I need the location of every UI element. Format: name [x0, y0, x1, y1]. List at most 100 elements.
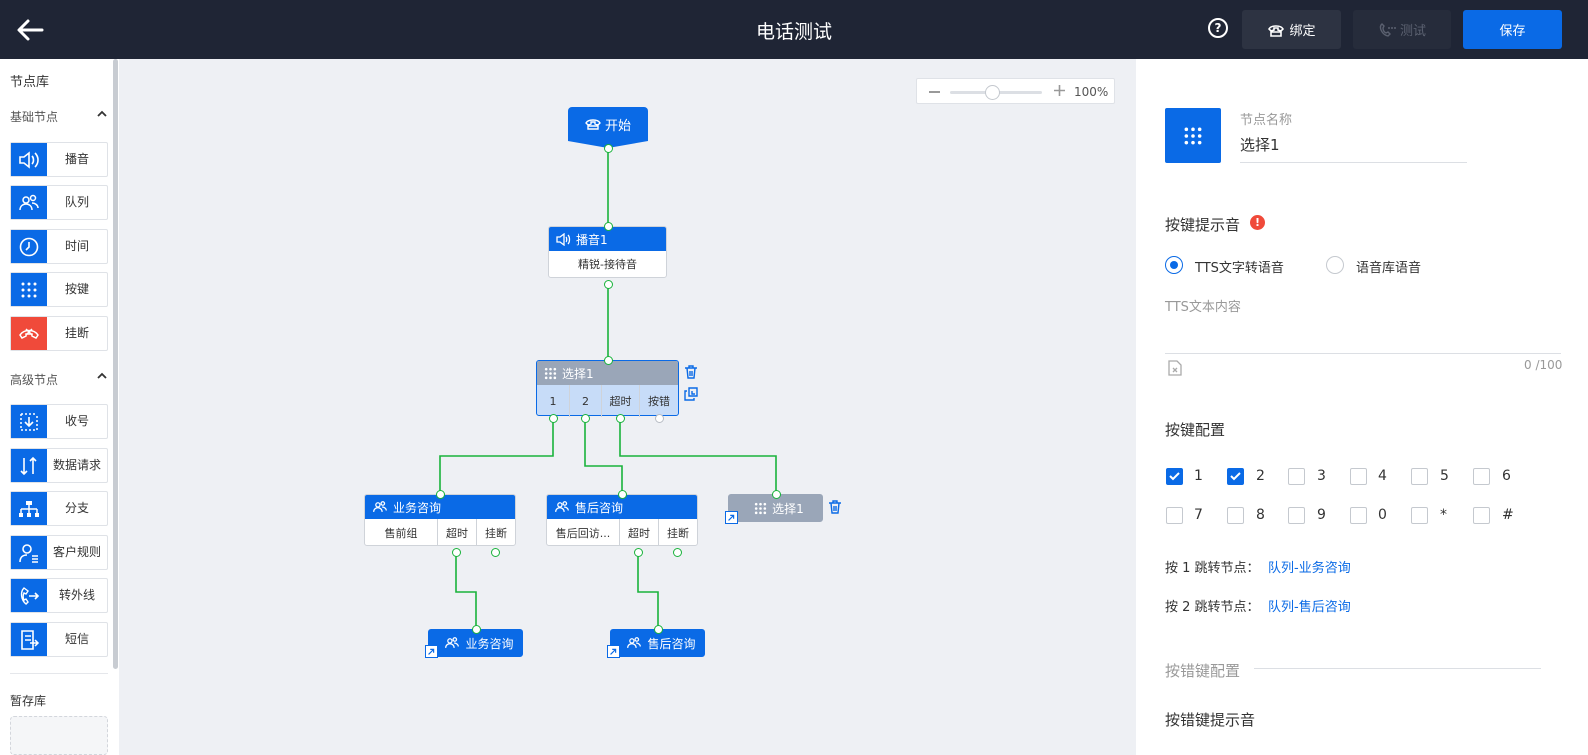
key-checkbox-6[interactable]: [1473, 468, 1490, 485]
lib-item-customer-rule[interactable]: 客户规则: [10, 535, 108, 570]
tts-textarea[interactable]: TTS文本内容: [1165, 300, 1241, 315]
connector-port[interactable]: [491, 548, 500, 557]
connector-port[interactable]: [604, 280, 613, 289]
key-checkbox-8[interactable]: [1227, 507, 1244, 524]
save-button[interactable]: 保存: [1463, 10, 1562, 49]
sidebar-divider: [10, 673, 108, 674]
key-checkbox-7[interactable]: [1166, 507, 1183, 524]
jump-node-after[interactable]: 售后咨询: [610, 629, 705, 657]
collapse-caret-icon[interactable]: [96, 108, 108, 120]
key-checkbox-3[interactable]: [1288, 468, 1305, 485]
lib-item-sms[interactable]: 短信: [10, 622, 108, 657]
radio-voice-library[interactable]: [1326, 256, 1344, 274]
radio-tts[interactable]: [1165, 256, 1183, 274]
key-checkbox-5[interactable]: [1411, 468, 1428, 485]
node-name-input[interactable]: 选择1: [1240, 136, 1280, 154]
connector-port[interactable]: [673, 548, 682, 557]
connector-port[interactable]: [604, 356, 613, 365]
connector-port[interactable]: [616, 414, 625, 423]
lib-item-transfer[interactable]: 转外线: [10, 578, 108, 613]
zoom-in-icon[interactable]: [1053, 84, 1066, 97]
lib-item-keypad[interactable]: 按键: [10, 272, 108, 307]
key-checkbox-1[interactable]: [1166, 468, 1183, 485]
select-key-1[interactable]: 1: [549, 394, 557, 408]
advanced-nodes-title: 高级节点: [10, 373, 59, 387]
connector-port[interactable]: [604, 144, 613, 153]
delete-icon[interactable]: [683, 364, 699, 380]
zoom-out-icon[interactable]: [929, 91, 940, 93]
key-checkbox-hash[interactable]: [1473, 507, 1490, 524]
node-name-underline: [1240, 162, 1467, 163]
play-node-header: 播音1: [549, 227, 666, 251]
lib-item-play[interactable]: 播音: [10, 142, 108, 177]
lib-item-hangup[interactable]: 挂断: [10, 316, 108, 351]
lib-item-collect-digits[interactable]: 收号: [10, 404, 108, 439]
zoom-slider-handle[interactable]: [985, 85, 1000, 100]
queue-node-after[interactable]: 售后咨询 售后回访... 超时 挂断: [546, 494, 698, 546]
connector-port[interactable]: [654, 625, 663, 634]
select-key-2[interactable]: 2: [569, 385, 601, 417]
jump-1-label: 按 1 跳转节点：: [1165, 561, 1260, 576]
lib-item-time[interactable]: 时间: [10, 229, 108, 264]
connector-port[interactable]: [549, 414, 558, 423]
clear-text-icon[interactable]: [1166, 359, 1184, 377]
bind-label: 绑定: [1289, 24, 1316, 39]
jump-node-biz[interactable]: 业务咨询: [428, 629, 523, 657]
keys-title: 按键配置: [1165, 421, 1226, 439]
connector-port[interactable]: [634, 548, 643, 557]
jump-1-link[interactable]: 队列-业务咨询: [1268, 561, 1351, 576]
connector-port[interactable]: [581, 414, 590, 423]
connector-port[interactable]: [772, 490, 781, 499]
queue-hangup[interactable]: 挂断: [658, 519, 697, 546]
select-node-title: 选择1: [562, 366, 594, 381]
key-checkbox-4[interactable]: [1350, 468, 1367, 485]
start-node-label: 开始: [604, 118, 631, 134]
help-icon[interactable]: ?: [1208, 18, 1228, 38]
play-node[interactable]: 播音1 精锐-接待音: [548, 226, 667, 278]
connector-port[interactable]: [472, 625, 481, 634]
connector-port[interactable]: [452, 548, 461, 557]
sidebar-scrollbar[interactable]: [113, 59, 118, 669]
back-arrow-icon[interactable]: [14, 16, 46, 44]
key-checkbox-9[interactable]: [1288, 507, 1305, 524]
users-icon: [373, 501, 387, 512]
queue-group: 售前组: [384, 526, 418, 540]
phone-icon: [1268, 24, 1285, 37]
play-node-audio: 精锐-接待音: [578, 258, 637, 271]
queue-timeout[interactable]: 超时: [437, 519, 476, 546]
delete-icon[interactable]: [827, 499, 843, 515]
jump-node-header: 业务咨询: [429, 630, 522, 656]
select-node[interactable]: 选择1 1 2 超时 按错: [536, 360, 679, 417]
lib-item-label: 挂断: [64, 326, 89, 340]
select-ref-title: 选择1: [772, 501, 804, 516]
key-checkbox-0[interactable]: [1350, 507, 1367, 524]
connector-port[interactable]: [436, 490, 445, 499]
collapse-caret-icon[interactable]: [96, 370, 108, 382]
page-title: 电话测试: [755, 21, 832, 43]
queue-node-biz[interactable]: 业务咨询 售前组 超时 挂断: [364, 494, 516, 546]
select-key-wrong[interactable]: 按错: [639, 385, 678, 417]
test-button[interactable]: 测试: [1353, 10, 1451, 49]
select-ref-node[interactable]: 选择1: [728, 494, 823, 522]
basic-nodes-title: 基础节点: [10, 110, 59, 124]
start-node[interactable]: 开始: [568, 107, 648, 148]
key-checkbox-star[interactable]: [1411, 507, 1428, 524]
lib-item-branch[interactable]: 分支: [10, 491, 108, 526]
stash-dropzone[interactable]: [10, 716, 108, 755]
select-key-timeout[interactable]: 超时: [601, 385, 639, 417]
queue-timeout[interactable]: 超时: [619, 519, 658, 546]
lib-item-label: 数据请求: [52, 458, 101, 472]
connector-port[interactable]: [604, 222, 613, 231]
connector-port[interactable]: [655, 414, 664, 423]
bind-button[interactable]: 绑定: [1242, 10, 1341, 49]
keypad-icon: [11, 273, 47, 306]
queue-hangup[interactable]: 挂断: [476, 519, 515, 546]
radio-voice-library-label: 语音库语音: [1356, 261, 1422, 276]
lib-item-queue[interactable]: 队列: [10, 185, 108, 220]
jump-2-link[interactable]: 队列-售后咨询: [1268, 600, 1351, 615]
connector-port[interactable]: [618, 490, 627, 499]
copy-icon[interactable]: [683, 386, 699, 402]
lib-item-data-request[interactable]: 数据请求: [10, 448, 108, 483]
key-checkbox-2[interactable]: [1227, 468, 1244, 485]
key-checkbox-label: 1: [1194, 468, 1203, 484]
